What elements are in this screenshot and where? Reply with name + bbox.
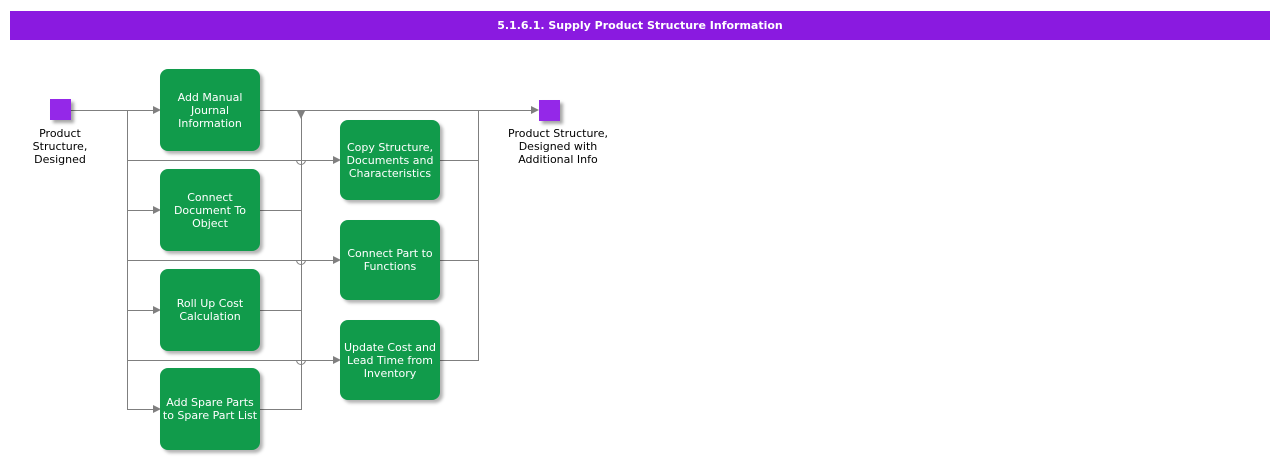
- activity-label: Update Cost and Lead Time from Inventory: [344, 340, 436, 380]
- connector-line: [260, 110, 531, 111]
- activity-label: Copy Structure, Documents and Characteri…: [346, 140, 434, 180]
- end-event-label: Product Structure, Designed with Additio…: [508, 127, 608, 166]
- activity-label: Add Manual Journal Information: [177, 90, 243, 130]
- header-bar: 5.1.6.1. Supply Product Structure Inform…: [10, 11, 1270, 40]
- activity-copy-structure-documents-characteristics[interactable]: Copy Structure, Documents and Characteri…: [340, 120, 440, 200]
- line-jump-icon: [296, 160, 306, 165]
- connector-line: [127, 409, 153, 410]
- connector-line: [440, 160, 478, 161]
- connector-line: [260, 409, 301, 410]
- connector-line: [70, 110, 153, 111]
- arrow-right-icon: [333, 356, 341, 364]
- arrow-right-icon: [333, 256, 341, 264]
- activity-connect-document-to-object[interactable]: Connect Document To Object: [160, 169, 260, 251]
- arrow-right-icon: [153, 306, 161, 314]
- arrow-down-icon: [297, 111, 305, 119]
- activity-update-cost-lead-time-from-inventory[interactable]: Update Cost and Lead Time from Inventory: [340, 320, 440, 400]
- activity-connect-part-to-functions[interactable]: Connect Part to Functions: [340, 220, 440, 300]
- start-event-node[interactable]: [50, 99, 71, 120]
- diagram-title: 5.1.6.1. Supply Product Structure Inform…: [497, 19, 783, 32]
- connector-line: [127, 310, 153, 311]
- arrow-right-icon: [153, 106, 161, 114]
- arrow-right-icon: [531, 106, 539, 114]
- connector-line: [127, 160, 333, 161]
- activity-add-spare-parts-to-spare-part-list[interactable]: Add Spare Parts to Spare Part List: [160, 368, 260, 450]
- connector-line: [127, 360, 333, 361]
- start-event-label: Product Structure, Designed: [32, 127, 88, 166]
- end-event-node[interactable]: [539, 100, 560, 121]
- arrow-right-icon: [153, 206, 161, 214]
- activity-label: Connect Document To Object: [173, 190, 247, 230]
- arrow-right-icon: [153, 405, 161, 413]
- connector-line: [260, 310, 301, 311]
- line-jump-icon: [296, 260, 306, 265]
- activity-label: Connect Part to Functions: [347, 247, 433, 273]
- activity-label: Add Spare Parts to Spare Part List: [162, 396, 258, 422]
- line-jump-icon: [296, 360, 306, 365]
- connector-line: [478, 110, 479, 361]
- connector-line: [440, 260, 478, 261]
- activity-label: Roll Up Cost Calculation: [176, 297, 244, 323]
- connector-line: [127, 210, 153, 211]
- arrow-right-icon: [333, 156, 341, 164]
- connector-line: [260, 210, 301, 211]
- activity-add-manual-journal-information[interactable]: Add Manual Journal Information: [160, 69, 260, 151]
- connector-line: [440, 360, 478, 361]
- activity-roll-up-cost-calculation[interactable]: Roll Up Cost Calculation: [160, 269, 260, 351]
- connector-line: [127, 260, 333, 261]
